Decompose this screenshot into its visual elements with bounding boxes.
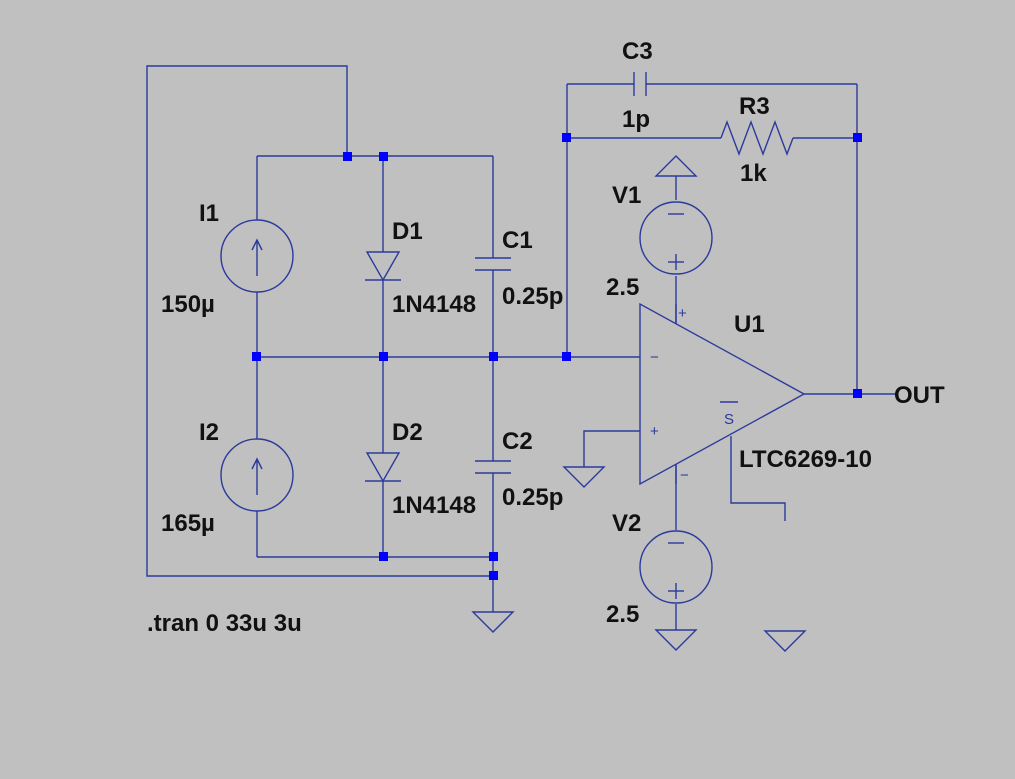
ground-icon [562, 466, 606, 488]
c2-value-label[interactable]: 0.25p [502, 484, 563, 511]
i1-value-label[interactable]: 150µ [161, 291, 215, 318]
ground-icon [471, 611, 515, 633]
d2-value-label[interactable]: 1N4148 [392, 492, 476, 519]
voltage-source-v1-symbol[interactable] [639, 201, 713, 275]
diode-d2-symbol[interactable] [365, 452, 401, 483]
wires [146, 65, 895, 630]
v2-terminal-arrow-icon [654, 629, 698, 651]
current-source-i1-symbol[interactable] [220, 219, 294, 293]
i1-ref-label[interactable]: I1 [199, 200, 219, 227]
d1-value-label[interactable]: 1N4148 [392, 291, 476, 318]
opamp-u1-symbol[interactable] [639, 302, 806, 486]
voltage-source-v2-symbol[interactable] [639, 530, 713, 604]
junction-node [853, 133, 862, 142]
v2-ref-label[interactable]: V2 [612, 510, 641, 537]
junction-node [562, 352, 571, 361]
diode-d1-symbol[interactable] [365, 251, 401, 282]
junction-node [379, 552, 388, 561]
d1-ref-label[interactable]: D1 [392, 218, 423, 245]
junction-node [489, 552, 498, 561]
junction-node [853, 389, 862, 398]
c3-value-label[interactable]: 1p [622, 106, 650, 133]
opamp-vminus-pin-label: − [680, 467, 689, 484]
v1-terminal-arrow-icon [654, 155, 698, 177]
u1-value-label[interactable]: LTC6269-10 [739, 446, 872, 473]
r3-ref-label[interactable]: R3 [739, 93, 770, 120]
junction-node [379, 352, 388, 361]
junction-node [489, 352, 498, 361]
r3-value-label[interactable]: 1k [740, 160, 767, 187]
d2-ref-label[interactable]: D2 [392, 419, 423, 446]
v1-ref-label[interactable]: V1 [612, 182, 641, 209]
v2-value-label[interactable]: 2.5 [606, 601, 639, 628]
current-source-i2-symbol[interactable] [220, 438, 294, 512]
c2-ref-label[interactable]: C2 [502, 428, 533, 455]
capacitor-c3-symbol[interactable] [633, 72, 647, 96]
capacitor-c2-symbol[interactable] [475, 460, 511, 474]
v1-value-label[interactable]: 2.5 [606, 274, 639, 301]
junction-node [489, 571, 498, 580]
wire-left-loop [146, 65, 493, 577]
junction-node [252, 352, 261, 361]
c3-ref-label[interactable]: C3 [622, 38, 653, 65]
u1-ref-label[interactable]: U1 [734, 311, 765, 338]
junction-node [379, 152, 388, 161]
wire-plus-input [583, 430, 640, 467]
spice-directive[interactable]: .tran 0 33u 3u [147, 610, 302, 637]
i2-ref-label[interactable]: I2 [199, 419, 219, 446]
c1-ref-label[interactable]: C1 [502, 227, 533, 254]
resistor-r3-symbol[interactable] [720, 120, 794, 156]
capacitor-c1-symbol[interactable] [475, 257, 511, 271]
opamp-vplus-pin-label: + [678, 305, 687, 322]
i2-value-label[interactable]: 165µ [161, 510, 215, 537]
opamp-noninverting-pin-label: + [650, 423, 659, 440]
svg-text:S: S [724, 411, 734, 428]
junction-nodes [252, 133, 862, 580]
junction-node [562, 133, 571, 142]
opamp-shdn-pin: S [720, 401, 738, 428]
junction-node [343, 152, 352, 161]
c1-value-label[interactable]: 0.25p [502, 283, 563, 310]
out-net-label[interactable]: OUT [894, 382, 945, 409]
ground-icon [763, 630, 807, 652]
wire-shdn [730, 436, 786, 521]
opamp-inverting-pin-label: − [650, 349, 659, 366]
